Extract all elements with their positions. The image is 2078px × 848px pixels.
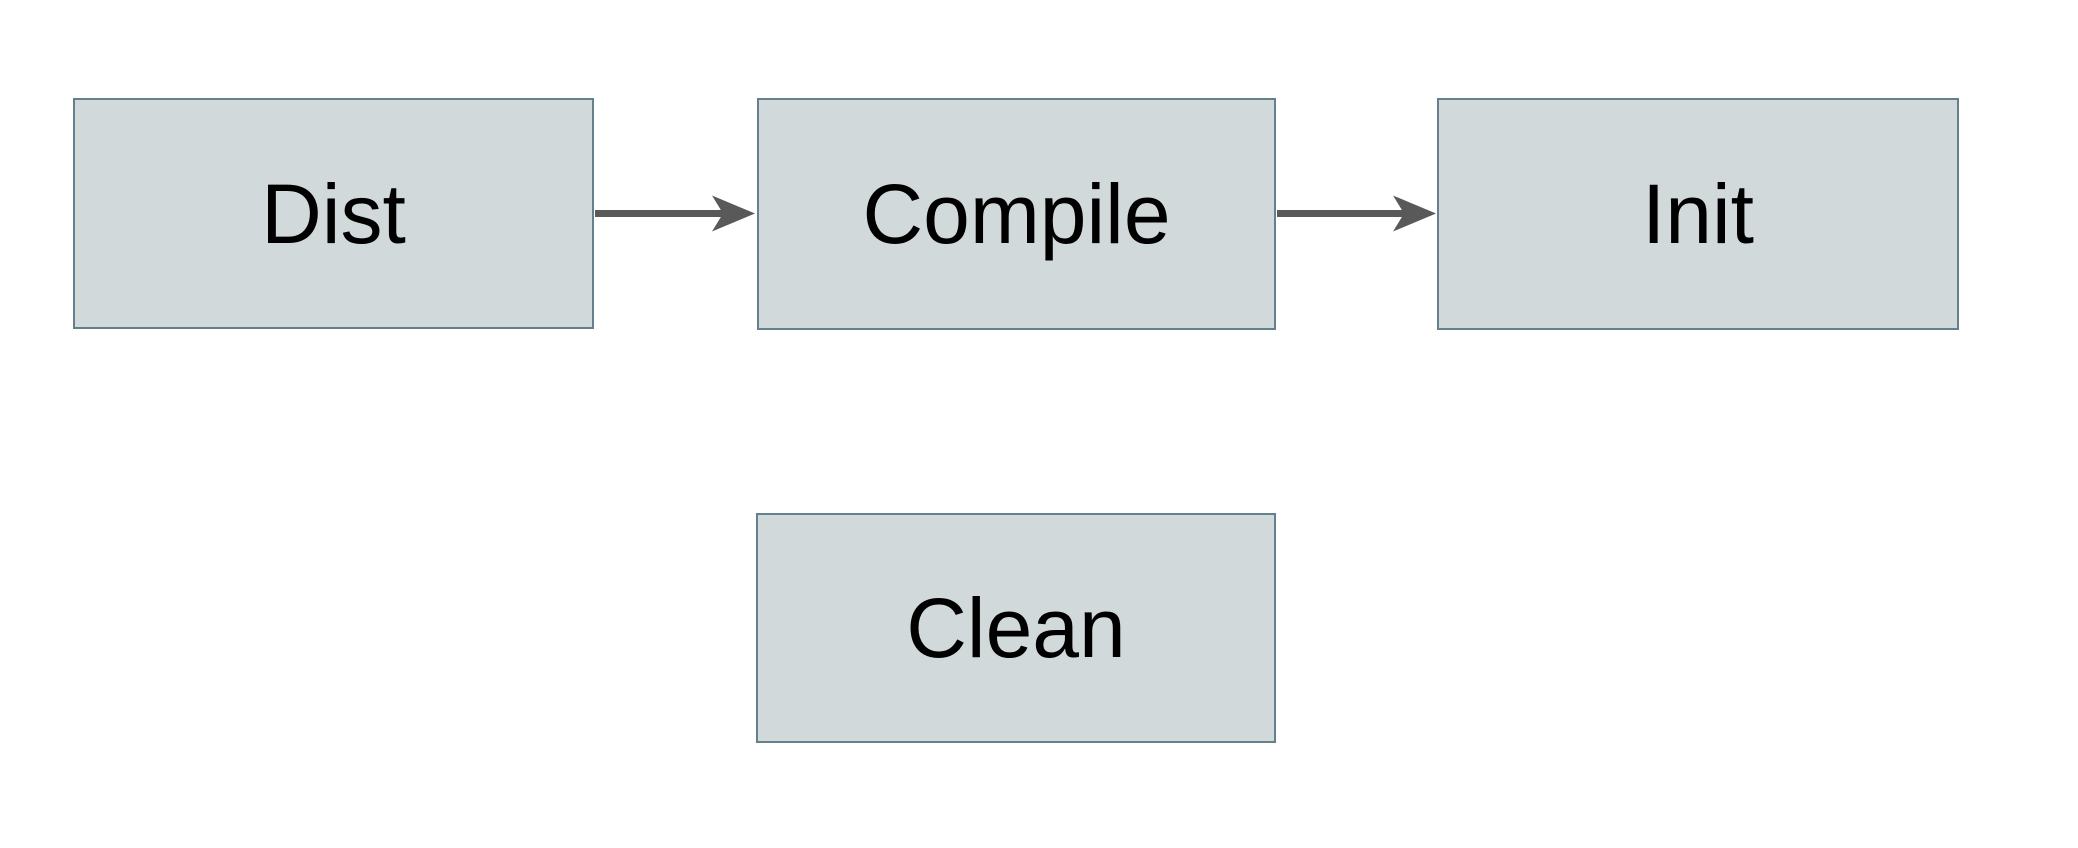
node-compile-label: Compile: [862, 167, 1171, 261]
arrowhead-icon: [712, 195, 755, 232]
node-clean-label: Clean: [906, 581, 1126, 675]
arrow-dist-to-compile: [595, 195, 755, 232]
node-init[interactable]: Init: [1437, 98, 1959, 330]
node-init-label: Init: [1641, 167, 1755, 261]
node-compile[interactable]: Compile: [757, 98, 1276, 330]
arrow-compile-to-init: [1277, 195, 1436, 232]
node-dist[interactable]: Dist: [73, 98, 594, 329]
node-clean[interactable]: Clean: [756, 513, 1276, 743]
node-dist-label: Dist: [261, 166, 406, 261]
arrowhead-icon: [1393, 195, 1436, 232]
